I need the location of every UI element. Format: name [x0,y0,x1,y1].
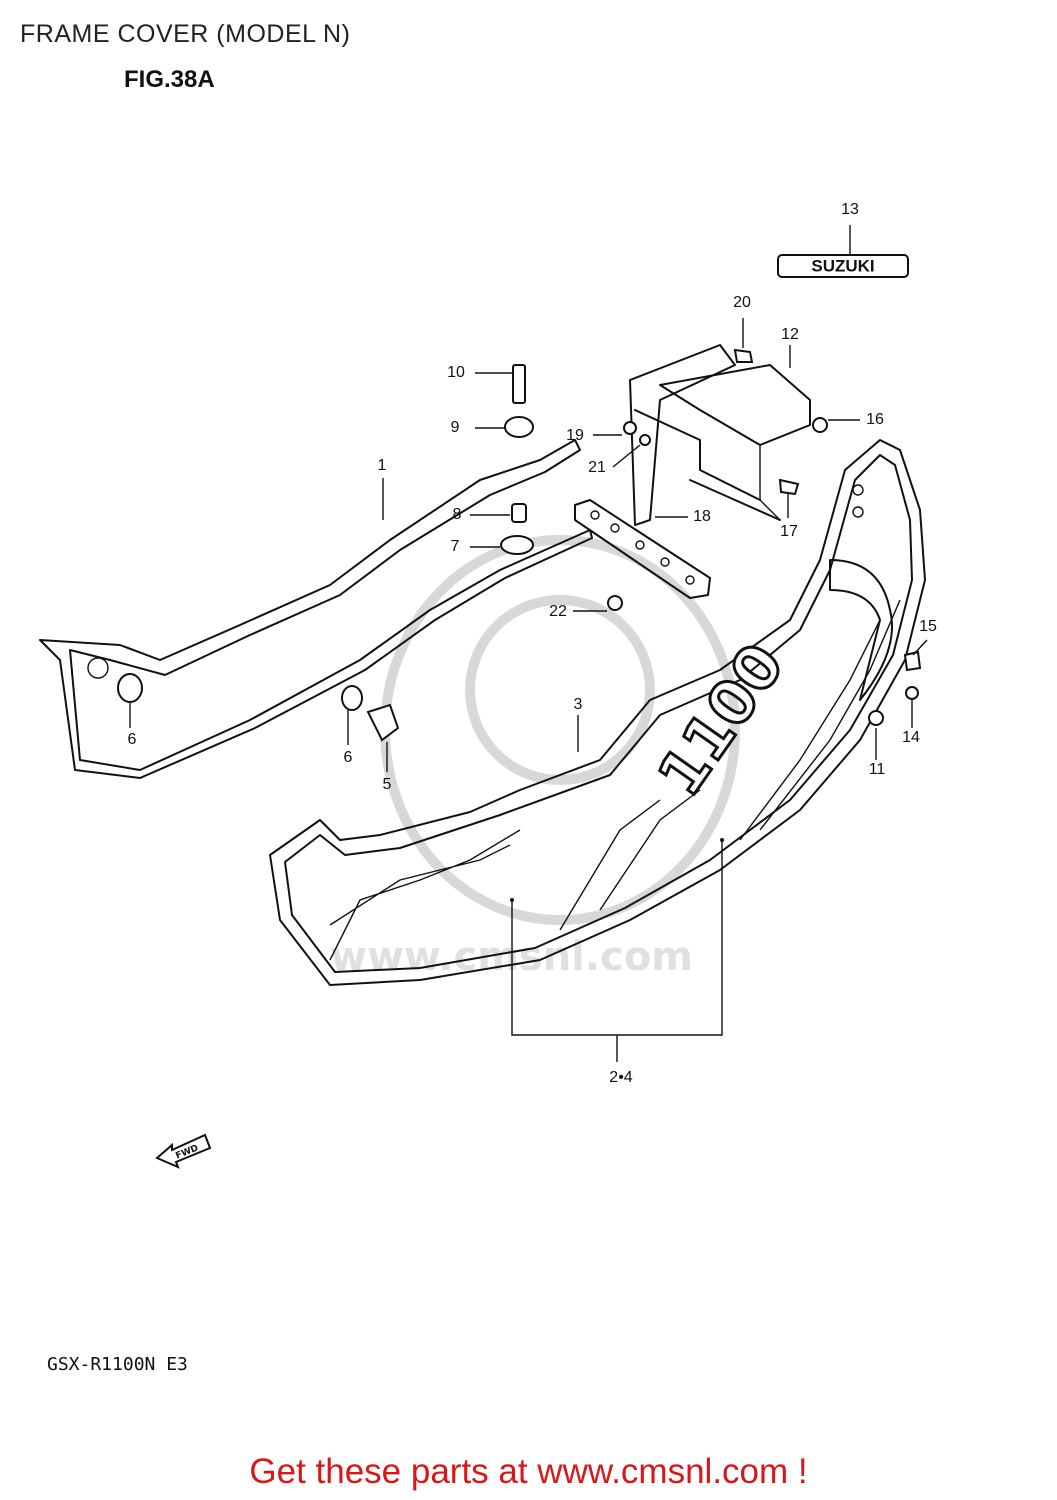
callout-20: 20 [733,294,751,311]
callout-2-4: 2•4 [609,1069,633,1086]
fwd-arrow: FWD [155,1133,212,1169]
callout-6b: 6 [344,749,353,766]
callout-labels: 1 2•4 3 5 6 6 7 8 9 10 11 12 13 14 15 16… [128,201,937,1086]
leader-lines [129,225,928,1062]
callout-3: 3 [574,696,583,713]
callout-14: 14 [902,729,920,746]
cta-link[interactable]: Get these parts at www.cmsnl.com ! [249,1452,808,1491]
callout-9: 9 [451,419,460,436]
callout-11: 11 [869,761,886,778]
model-code: GSX-R1100N E3 [47,1354,188,1375]
callout-21: 21 [588,459,606,476]
callout-5: 5 [383,776,392,793]
suzuki-emblem: SUZUKI [777,254,909,278]
callout-6a: 6 [128,731,137,748]
callout-7: 7 [451,538,460,555]
callout-18: 18 [693,508,711,525]
fasteners [117,348,922,742]
callout-12: 12 [781,326,799,343]
callout-10: 10 [447,364,465,381]
figure-number: FIG.38A [124,66,215,93]
emblem-text: SUZUKI [811,256,874,275]
cowl-decal-number: 1100 [645,632,798,809]
callout-1: 1 [378,457,387,474]
callout-16: 16 [866,411,884,428]
bracket-bar [574,344,781,599]
tail-cover [659,364,811,521]
callout-17: 17 [780,523,798,540]
left-frame-cover [39,439,593,779]
callout-8: 8 [453,506,462,523]
callout-13: 13 [841,201,859,218]
callout-22: 22 [549,603,567,620]
page-title: FRAME COVER (MODEL N) [20,20,351,48]
callout-19: 19 [566,427,584,444]
callout-15: 15 [919,618,937,635]
